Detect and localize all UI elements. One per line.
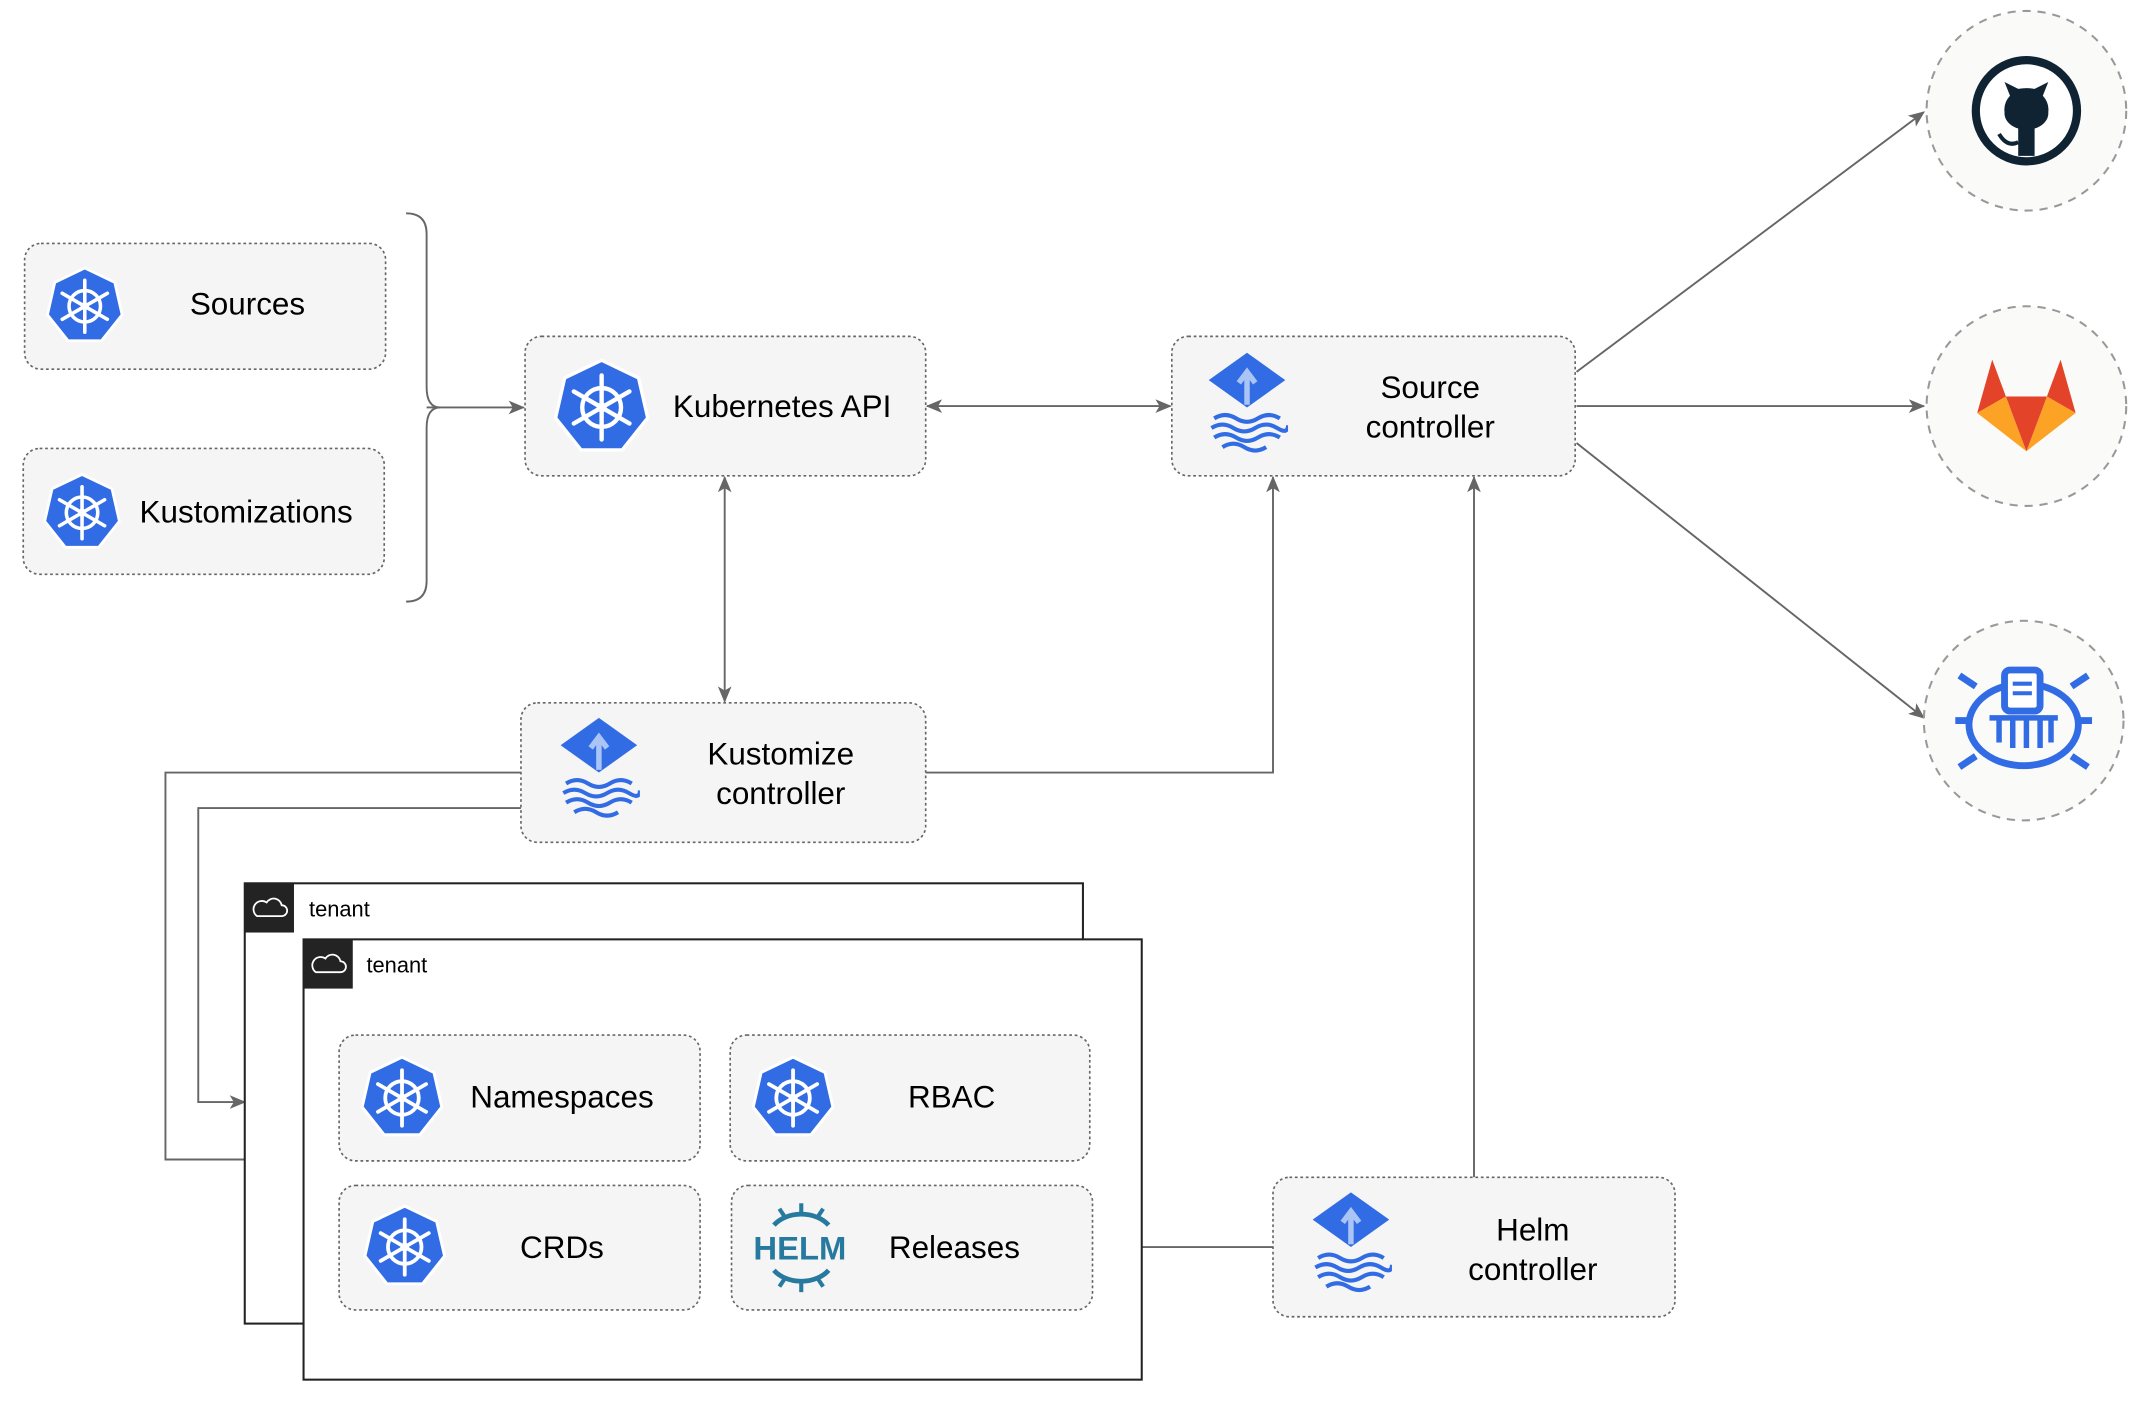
node-label: Kustomizations	[140, 494, 353, 529]
edge-source-to-bucket	[1575, 442, 1925, 719]
node-helm-controller[interactable]: Helm controller	[1272, 1176, 1676, 1318]
node-label: CRDs	[520, 1230, 604, 1265]
gitlab-icon	[1977, 359, 2076, 452]
node-label: controller	[1366, 410, 1495, 445]
node-releases[interactable]: HELM Releases	[730, 1184, 1094, 1311]
node-label: RBAC	[908, 1080, 995, 1115]
edge-kustomize-to-source	[925, 475, 1280, 774]
node-label: Kustomize	[707, 736, 854, 771]
node-rbac[interactable]: RBAC	[729, 1034, 1091, 1162]
tenant-label: tenant	[309, 896, 370, 921]
node-label: Helm	[1496, 1212, 1569, 1247]
github-icon	[1971, 56, 2082, 166]
node-label: Source	[1380, 370, 1480, 405]
cloud-icon	[252, 897, 288, 918]
cloud-icon	[311, 953, 347, 974]
node-kubernetes-api[interactable]: Kubernetes API	[524, 335, 927, 477]
node-crds[interactable]: CRDs	[338, 1184, 701, 1311]
node-sources[interactable]: Sources	[23, 242, 387, 371]
external-github[interactable]	[1925, 9, 2128, 212]
node-label: Releases	[889, 1230, 1020, 1265]
node-kustomizations[interactable]: Kustomizations	[22, 447, 386, 576]
external-gitlab[interactable]	[1925, 305, 2128, 507]
node-label: controller	[1468, 1252, 1597, 1287]
node-kustomize-controller[interactable]: Kustomize controller	[520, 701, 927, 844]
helm-logo-text: HELM	[753, 1229, 846, 1266]
edge-kustomize-to-tenant-back	[197, 807, 521, 1109]
node-label: Sources	[190, 287, 305, 322]
edge-source-to-github	[1575, 111, 1925, 373]
node-label: Namespaces	[470, 1080, 653, 1115]
bucket-icon	[1955, 666, 2093, 770]
node-label: Kubernetes API	[673, 389, 891, 424]
tenant-label: tenant	[366, 952, 427, 977]
node-label: controller	[716, 776, 845, 811]
external-bucket[interactable]	[1922, 619, 2125, 822]
node-namespaces[interactable]: Namespaces	[338, 1034, 701, 1162]
helm-icon: HELM	[753, 1203, 846, 1293]
edge-kustomize-to-tenant-front	[164, 771, 521, 1167]
node-source-controller[interactable]: Source controller	[1170, 335, 1577, 477]
